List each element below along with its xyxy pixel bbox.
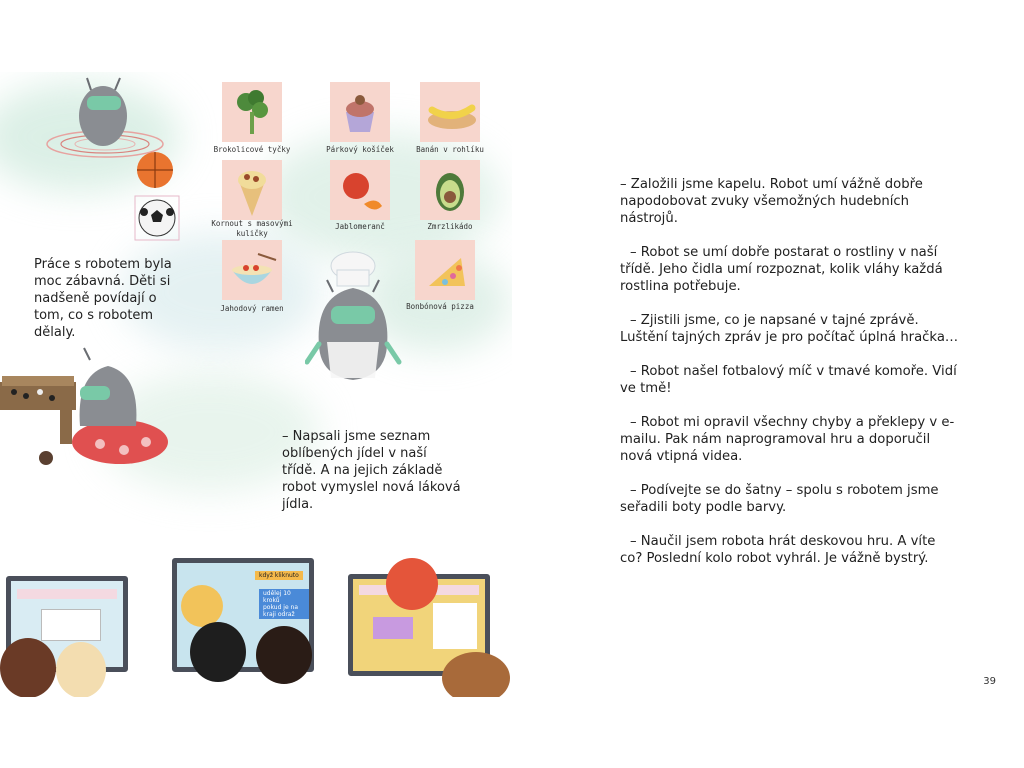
intro-text: Práce s robotem byla moc zábavná. Děti s… — [34, 257, 172, 340]
food-tile — [222, 82, 282, 142]
broccoli-icon — [237, 90, 268, 134]
child-figure — [256, 626, 312, 684]
food-tile — [222, 160, 282, 220]
story-paragraph: – Zjistili jsme, co je napsané v tajné z… — [620, 313, 959, 345]
pizza-icon — [429, 258, 465, 286]
banana-bun-icon — [428, 104, 476, 129]
watercolor-wash — [120, 232, 320, 352]
screen-window — [41, 609, 101, 641]
book-spread: Brokolicové tyčky Párkový košíček Banán … — [0, 72, 1024, 697]
code-block-bounce: pokud je na kraji odraž — [259, 603, 309, 619]
story-paragraph: – Robot se umí dobře postarat o rostliny… — [620, 245, 943, 294]
left-page: Brokolicové tyčky Párkový košíček Banán … — [0, 72, 512, 697]
code-block-move: udělej 10 kroků — [259, 589, 309, 605]
story-text: – Založili jsme kapelu. Robot umí vážně … — [620, 176, 960, 584]
cupcake-icon — [346, 95, 374, 132]
balls-illustration — [134, 152, 180, 241]
food-label: Jablomeranč — [335, 222, 385, 231]
story-paragraph: – Robot našel fotbalový míč v tmavé komo… — [620, 364, 957, 396]
avocado-icon — [436, 173, 464, 211]
food-label: Jahodový ramen — [220, 304, 284, 313]
food-tile — [330, 160, 390, 220]
sprite-preview — [373, 617, 413, 639]
board-game-robot-illustration — [0, 347, 168, 465]
food-label: Kornout s masovými kuličky — [211, 219, 293, 238]
child-figure — [442, 652, 510, 697]
story-paragraph: – Naučil jsem robota hrát deskovou hru. … — [620, 534, 936, 566]
food-tile — [420, 160, 480, 220]
ramen-icon — [232, 253, 277, 284]
screen-panel — [433, 603, 477, 649]
food-tile — [420, 82, 480, 142]
food-tile — [222, 240, 282, 300]
child-figure — [386, 558, 438, 610]
child-figure — [190, 622, 246, 682]
food-label: Bonbónová pizza — [406, 302, 474, 311]
food-tile — [330, 82, 390, 142]
food-label: Brokolicové tyčky — [213, 145, 291, 154]
spaghetti-cone-icon — [238, 171, 266, 216]
menu-text: – Napsali jsme seznam oblíbených jídel v… — [282, 429, 461, 512]
code-block-event: když kliknuto — [255, 571, 303, 580]
story-paragraph: – Založili jsme kapelu. Robot umí vážně … — [620, 177, 923, 226]
food-label: Zmrzlikádo — [427, 222, 473, 231]
apple-orange-icon — [343, 173, 382, 210]
food-label: Párkový košíček — [326, 145, 394, 154]
computer-screen — [6, 576, 128, 672]
child-figure — [0, 638, 56, 697]
chef-robot-illustration — [305, 251, 402, 380]
right-page: – Založili jsme kapelu. Robot umí vážně … — [512, 72, 1024, 697]
robot-ring-illustration — [46, 77, 164, 158]
food-label: Banán v rohlíku — [416, 145, 484, 154]
screen-toolbar — [17, 589, 117, 599]
page-number: 39 — [983, 676, 996, 687]
cat-sprite — [181, 585, 223, 627]
story-paragraph: – Robot mi opravil všechny chyby a překl… — [620, 415, 955, 464]
story-paragraph: – Podívejte se do šatny – spolu s robote… — [620, 483, 939, 515]
food-tile — [415, 240, 475, 300]
child-figure — [56, 642, 106, 697]
